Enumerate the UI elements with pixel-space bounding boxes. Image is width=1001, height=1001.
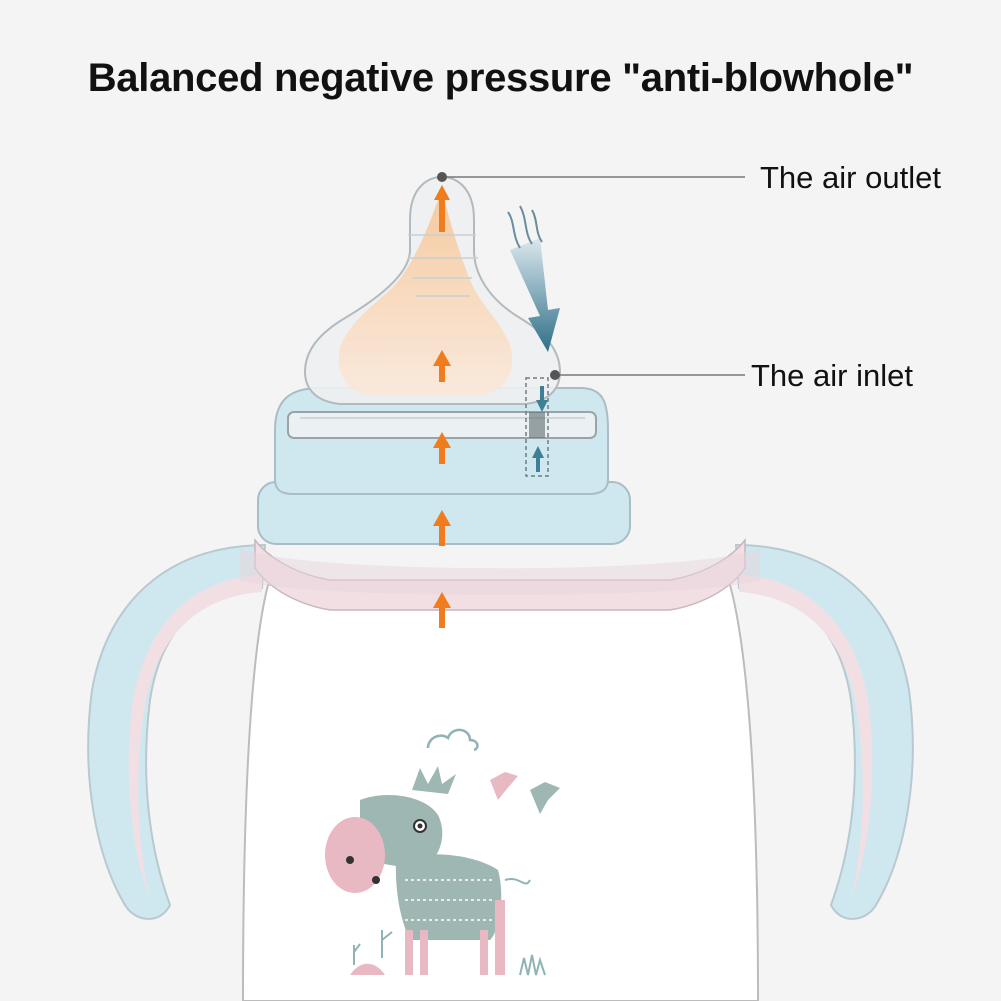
leader-lines [437,172,745,380]
air-outlet-label: The air outlet [760,160,941,195]
donkey-illustration [325,728,560,976]
airflow-arrow-4 [433,510,451,546]
airflow-arrow-3 [433,432,451,464]
bird-icon [490,772,518,800]
air-inlet-valve [525,377,549,477]
shoulder-band [240,537,760,611]
handles [87,543,914,920]
airflow-arrow-2 [433,350,451,382]
air-inlet-label: The air inlet [751,358,913,393]
airflow-arrow-5 [433,592,451,628]
airflow-arrows [433,185,451,628]
diagram-title: Balanced negative pressure "anti-blowhol… [87,56,914,100]
airflow-arrow-1 [434,185,450,232]
inlet-air-arrow [507,205,560,472]
nipple-icon [303,175,562,405]
cloud-icon [426,728,479,752]
bird-icon-2 [530,782,560,814]
